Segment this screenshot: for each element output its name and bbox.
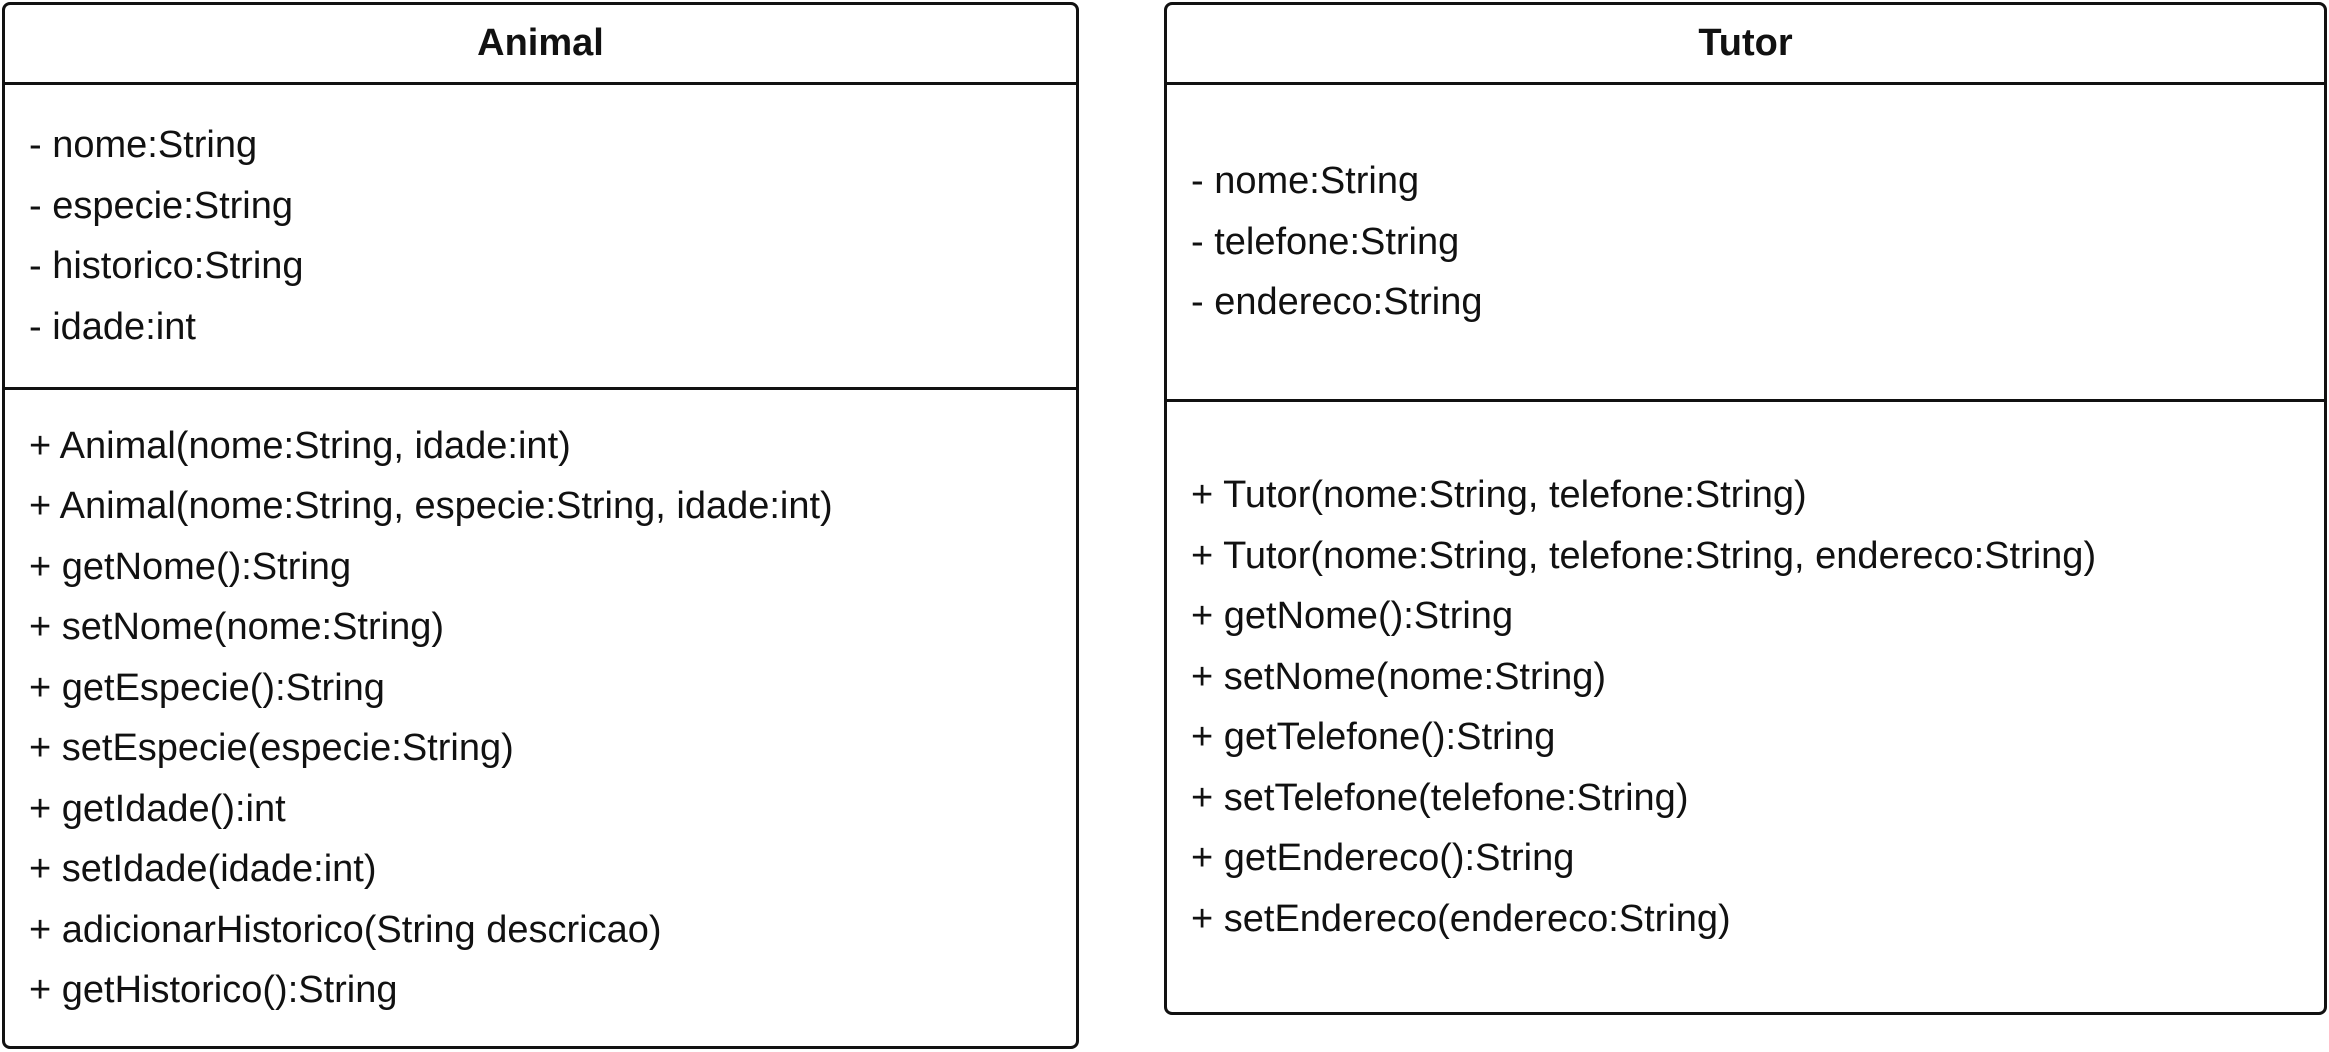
- class-name: Animal: [5, 5, 1076, 85]
- class-name: Tutor: [1167, 5, 2324, 85]
- class-box-animal: Animal - nome:String - especie:String - …: [2, 2, 1079, 1049]
- method: + adicionarHistorico(String descricao): [29, 908, 662, 951]
- method: + getTelefone():String: [1191, 716, 1556, 758]
- method: + setEspecie(especie:String): [29, 727, 514, 769]
- attribute: - nome:String: [29, 124, 258, 166]
- method: + getEndereco():String: [1191, 837, 1575, 879]
- attribute: - historico:String: [29, 245, 304, 287]
- attribute: - telefone:String: [1191, 220, 1460, 263]
- attribute: - endereco:String: [1191, 281, 1483, 324]
- attribute: - especie:String: [29, 184, 294, 227]
- attributes-section: - nome:String - telefone:String - endere…: [1167, 85, 2324, 402]
- method: + Tutor(nome:String, telefone:String): [1191, 474, 1807, 516]
- attribute: - idade:int: [29, 305, 196, 348]
- method: + getIdade():int: [29, 787, 286, 830]
- method: + setIdade(idade:int): [29, 848, 377, 890]
- method: + Animal(nome:String, idade:int): [29, 424, 571, 467]
- attribute: - nome:String: [1191, 160, 1420, 203]
- attributes-section: - nome:String - especie:String - histori…: [5, 85, 1076, 390]
- method: + setTelefone(telefone:String): [1191, 776, 1689, 819]
- method: + getNome():String: [29, 545, 352, 588]
- method: + Animal(nome:String, especie:String, id…: [29, 485, 833, 527]
- method: + getNome():String: [1191, 595, 1514, 637]
- class-box-tutor: Tutor - nome:String - telefone:String - …: [1164, 2, 2327, 1015]
- method: + getEspecie():String: [29, 666, 385, 709]
- method: + setNome(nome:String): [1191, 655, 1606, 698]
- method: + Tutor(nome:String, telefone:String, en…: [1191, 534, 2097, 577]
- method: + setNome(nome:String): [29, 606, 444, 648]
- method: + setEndereco(endereco:String): [1191, 897, 1731, 940]
- methods-section: + Animal(nome:String, idade:int) + Anima…: [5, 390, 1076, 1046]
- methods-section: + Tutor(nome:String, telefone:String) + …: [1167, 402, 2324, 1012]
- method: + getHistorico():String: [29, 969, 398, 1011]
